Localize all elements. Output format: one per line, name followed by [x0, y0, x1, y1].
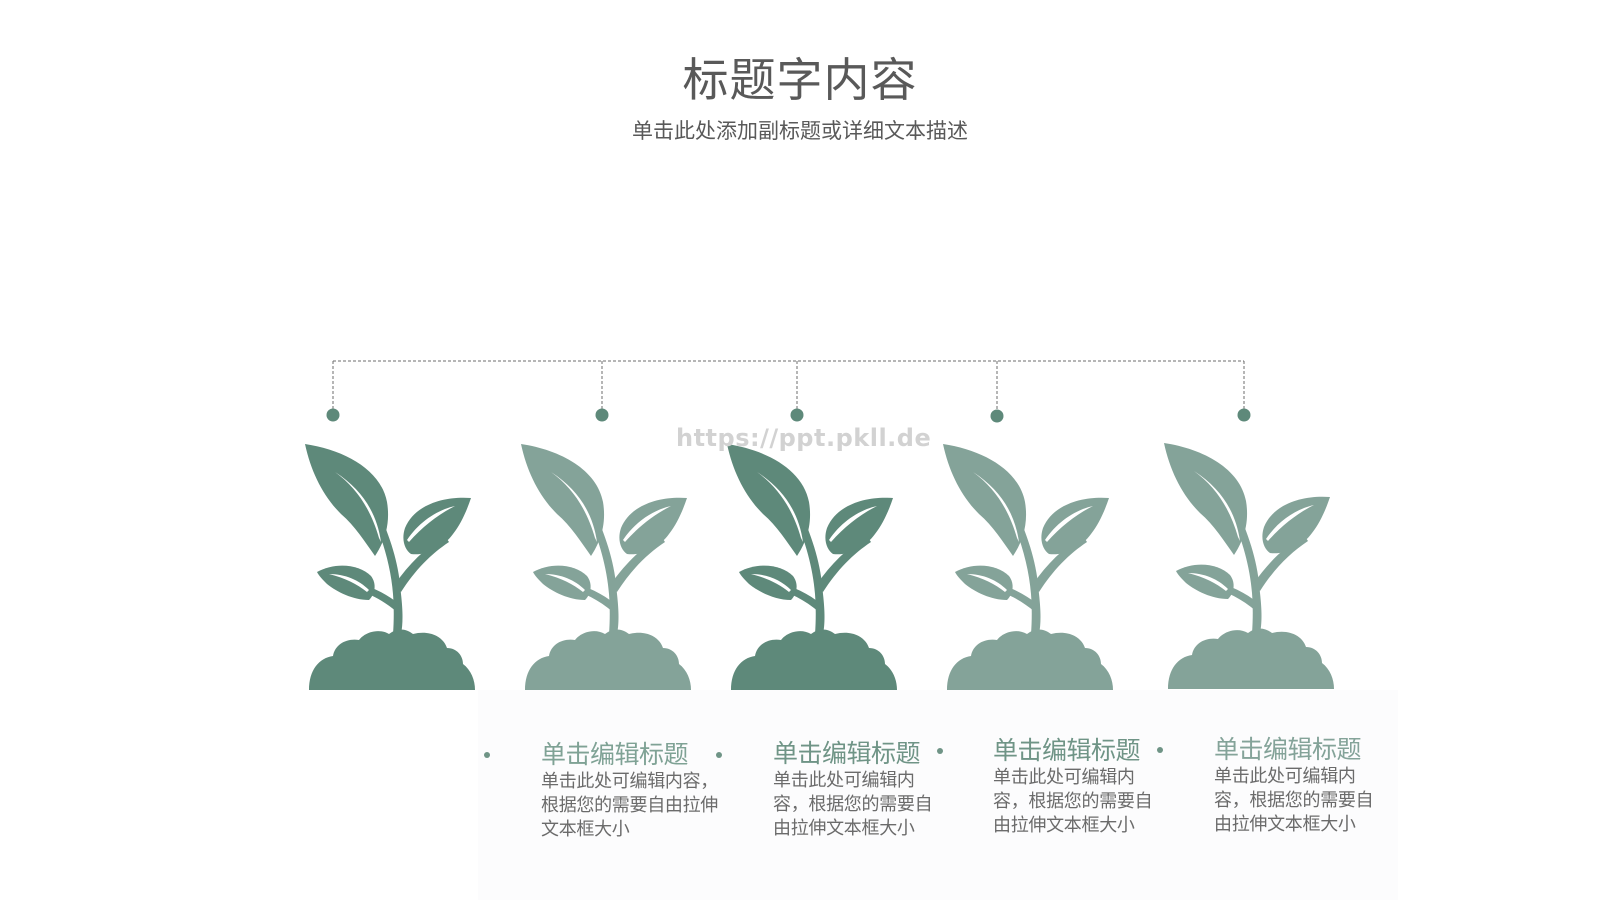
- bullet-dot-icon: [484, 752, 490, 758]
- item-title[interactable]: 单击编辑标题: [541, 740, 689, 769]
- sprout-icon-1: [305, 444, 475, 690]
- connector-dot-icon: [326, 408, 340, 422]
- connector-dot-icon: [790, 408, 804, 422]
- bullet-dot-icon: [716, 752, 722, 758]
- connector-dot-icon: [1237, 408, 1251, 422]
- bullet-dot-icon: [1157, 747, 1163, 753]
- page-title[interactable]: 标题字内容: [682, 53, 918, 107]
- item-body[interactable]: 单击此处可编辑内容，根据您的需要自由拉伸文本框大小: [773, 770, 933, 839]
- item-body[interactable]: 单击此处可编辑内容，根据您的需要自由拉伸文本框大小: [1214, 766, 1374, 835]
- sprout-icon-3: [727, 444, 897, 690]
- sprout-icon-5: [1164, 443, 1334, 689]
- page-subtitle[interactable]: 单击此处添加副标题或详细文本描述: [632, 119, 968, 143]
- item-4[interactable]: 单击编辑标题 单击此处可编辑内容，根据您的需要自由拉伸文本框大小: [1214, 735, 1374, 837]
- connector-dot-icon: [595, 408, 609, 422]
- item-title[interactable]: 单击编辑标题: [993, 736, 1141, 765]
- sprout-icon-2: [521, 444, 691, 690]
- bullet-dot-icon: [937, 748, 943, 754]
- watermark: https://ppt.pkll.de: [676, 424, 932, 452]
- connector-dot-icon: [990, 409, 1004, 423]
- item-title[interactable]: 单击编辑标题: [773, 739, 921, 768]
- item-title[interactable]: 单击编辑标题: [1214, 735, 1362, 764]
- item-3[interactable]: 单击编辑标题 单击此处可编辑内容，根据您的需要自由拉伸文本框大小: [993, 736, 1153, 838]
- sprout-icon-4: [943, 444, 1113, 690]
- item-body[interactable]: 单击此处可编辑内容，根据您的需要自由拉伸文本框大小: [993, 767, 1153, 836]
- item-2[interactable]: 单击编辑标题 单击此处可编辑内容，根据您的需要自由拉伸文本框大小: [773, 739, 933, 841]
- item-1[interactable]: 单击编辑标题 单击此处可编辑内容，根据您的需要自由拉伸文本框大小: [541, 740, 731, 842]
- item-body[interactable]: 单击此处可编辑内容，根据您的需要自由拉伸文本框大小: [541, 771, 718, 840]
- text-background-panel: [478, 690, 1398, 900]
